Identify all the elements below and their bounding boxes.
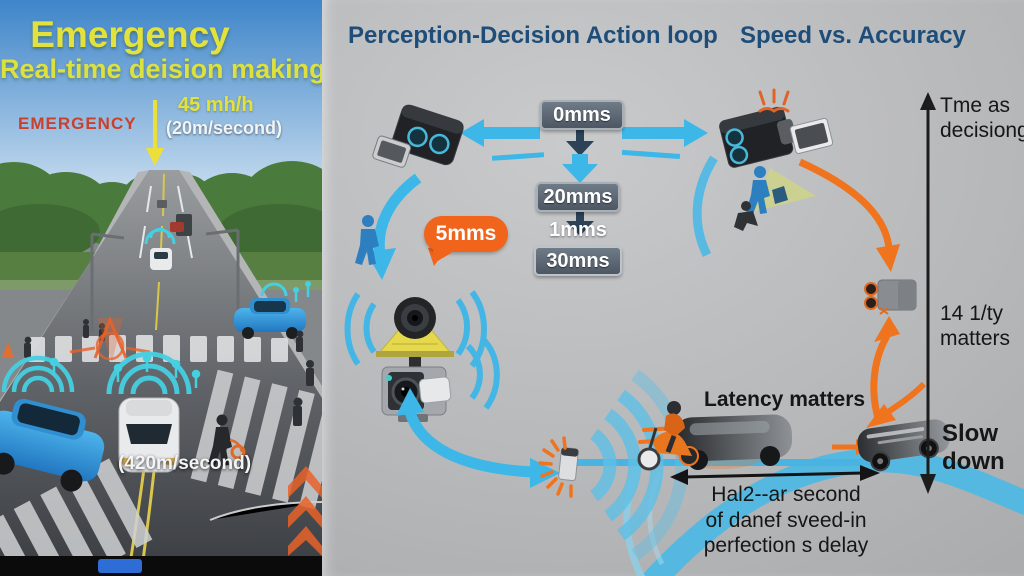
- detected-figures: [49, 353, 201, 388]
- hazard-overlay: [69, 316, 151, 362]
- bottom-speed-label: (420m/second): [118, 453, 252, 474]
- quality-label-line1: 14 1/ty: [940, 302, 1004, 325]
- delay-caption-line1: Hal2--ar second: [711, 483, 861, 506]
- pedestrian-icon: [24, 319, 314, 426]
- scooter-icon: [637, 401, 699, 471]
- traffic-cone: [2, 342, 14, 358]
- time-label-20ms: 20mms: [536, 182, 620, 212]
- latency-callout: 5mms: [424, 216, 508, 252]
- slow-down-line1: Slow: [942, 420, 999, 447]
- quality-label: 14 1/ty matters: [940, 302, 1010, 352]
- timeline-arrows: [562, 130, 598, 236]
- stereo-camera-icon: [372, 104, 464, 168]
- sensor-arcs: [106, 351, 192, 395]
- onto-car-arrow: [832, 381, 927, 455]
- diagram-panel: Perception-Decision Action loop Speed vs…: [322, 0, 1024, 576]
- video-camera-icon: [692, 88, 834, 258]
- camera-to-sensor-arrow: [798, 158, 900, 272]
- speed-value: 45 mh/h: [178, 94, 254, 116]
- left-title-line1: Emergency: [30, 14, 230, 55]
- lidar-tower-icon: [344, 290, 500, 422]
- car-icon: [0, 398, 105, 492]
- delay-caption: Hal2--ar second of danef sveed-in perfec…: [666, 482, 906, 559]
- time-label-1ms: 1mms: [549, 219, 607, 241]
- pedestrian-icon: [734, 201, 758, 231]
- interval-arrow: [670, 465, 880, 485]
- pedestrian-icon: [355, 215, 379, 265]
- time-label-30ms: 30mns: [534, 246, 622, 276]
- pedestrian-icon: [208, 414, 246, 466]
- hazard-chevrons: [288, 466, 322, 556]
- loop-title: Perception-Decision Action loop: [348, 22, 718, 49]
- time-axis: [920, 92, 936, 494]
- time-label-0ms: 0mms: [540, 100, 624, 130]
- speed-unit: (20m/second): [166, 118, 283, 138]
- emergency-label: EMERGENCY: [18, 114, 137, 133]
- loop-diagram: [344, 88, 1024, 576]
- speed-accuracy-title: Speed vs. Accuracy: [740, 22, 966, 49]
- quality-label-line2: matters: [940, 326, 1011, 350]
- car-icon: [234, 281, 311, 339]
- slow-down-line2: down: [942, 448, 1005, 476]
- latency-matters-label: Latency matters: [704, 388, 866, 411]
- sensor-arcs: [1, 355, 75, 393]
- loop-curve: [692, 155, 718, 258]
- car-icon: [118, 397, 180, 473]
- time-axis-label-line1: Tme as: [940, 94, 1011, 117]
- alert-icon: [758, 88, 790, 113]
- pedestrian-icon: [746, 166, 788, 214]
- time-axis-label: Tme as decisiong: [940, 94, 1024, 144]
- speed-sensor-icon: [864, 279, 917, 315]
- delay-caption-line2: of danef sveed-in: [705, 508, 867, 532]
- left-title-line2: Real-time deision making: [0, 54, 322, 84]
- slow-down-label: Slow down: [942, 420, 1005, 477]
- time-axis-label-line2: decisiong: [940, 118, 1024, 142]
- down-arrow-icon: [146, 100, 164, 166]
- delay-caption-line3: perfection s delay: [703, 534, 869, 558]
- street-scene-illustration: [0, 0, 322, 576]
- loop-arrow-right: [621, 119, 708, 159]
- bottom-bar: [0, 556, 322, 576]
- distant-vehicles: [144, 200, 192, 270]
- bottom-bar-chip: [98, 559, 142, 573]
- street-scene-panel: Emergency Real-time deision making EMERG…: [0, 0, 322, 576]
- car-icon: [673, 414, 793, 470]
- loop-arrow-left: [460, 119, 545, 161]
